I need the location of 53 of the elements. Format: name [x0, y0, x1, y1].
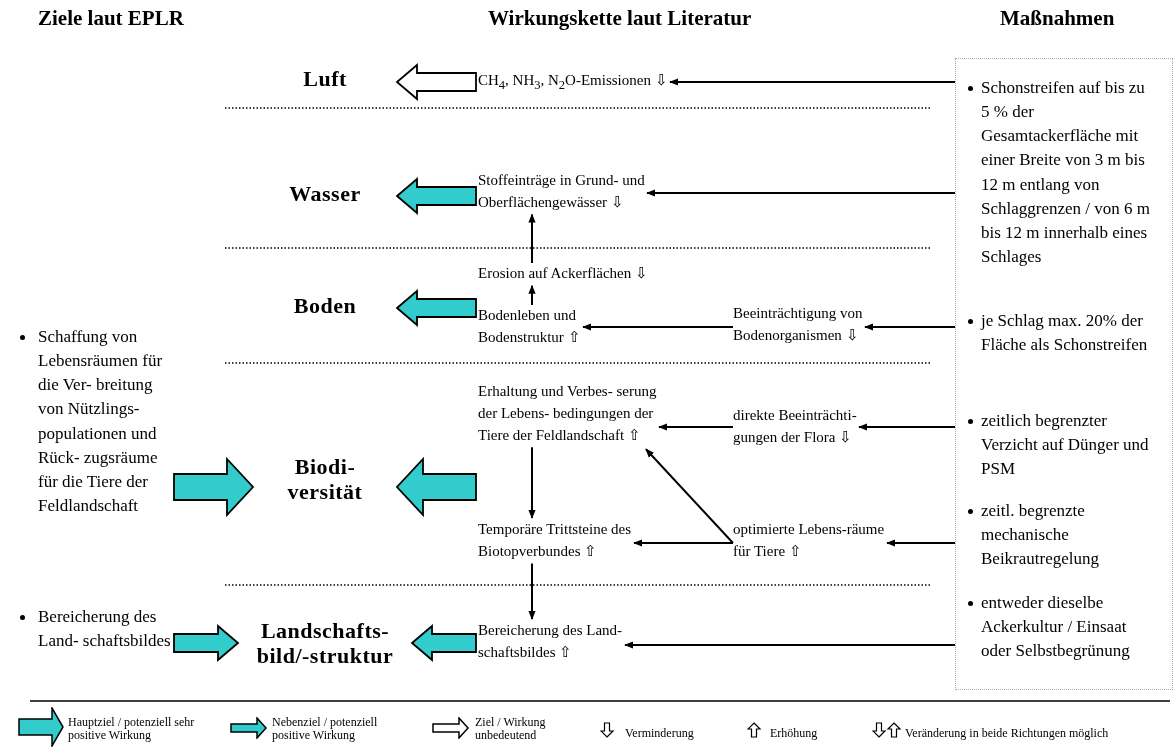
column-heading: Wirkungskette laut Literatur: [488, 6, 752, 31]
block-arrow: [395, 456, 477, 518]
goal-text: Bereicherung des Land- schaftsbildes: [38, 606, 172, 653]
block-arrow: [395, 63, 477, 101]
arrow: [864, 323, 956, 331]
arrow: [633, 539, 734, 547]
arrow: [858, 423, 956, 431]
measure-text: Schonstreifen auf bis zu 5 % der Gesamtackerfläche mit einer Breite von 3 m bis 12 m entlang von Schlaggrenzen / von 6 m bis 12 m innerhalb eines Schlages: [981, 77, 1151, 268]
arrow: [886, 539, 956, 547]
legend-text: Nebenziel / potenziell positive Wirkung: [272, 716, 379, 743]
effect-text: Bodenleben und Bodenstruktur ⇧: [478, 305, 582, 349]
effect-text: direkte Beeinträchti- gungen der Flora ⇩: [733, 405, 858, 449]
goal-label: Wasser: [255, 181, 395, 207]
block-arrow: [173, 624, 240, 662]
column-heading: Maßnahmen: [1000, 6, 1115, 31]
arrow: [528, 213, 536, 264]
legend-text: Veränderung in beide Richtungen möglich: [905, 727, 1110, 741]
effect-text: CH$_{4}$, NH$_{3}$, N$_{2}$O-Emissionen ⇩: [478, 70, 669, 95]
legend-text: Hauptziel / potenziell sehr positive Wirkung: [68, 716, 196, 743]
measure-text: zeitlich begrenzter Verzicht auf Dünger und PSM: [981, 410, 1150, 481]
legend-text: Verminderung: [625, 727, 695, 741]
effect-text: Stoffeinträge in Grund- und Oberflächengewässer ⇩: [478, 170, 646, 214]
legend-text: Ziel / Wirkung unbedeutend: [475, 716, 547, 743]
effect-text: Beeinträchtigung von Bodenorganismen ⇩: [733, 303, 864, 347]
measure-text: zeitl. begrenzte mechanische Beikrautregelung: [981, 500, 1100, 571]
measures-panel: [955, 58, 1173, 690]
legend-text: Erhöhung: [770, 727, 819, 741]
goal-label: Luft: [255, 66, 395, 92]
effect-text: Temporäre Trittsteine des Biotopverbundes ⇧: [478, 519, 633, 563]
measure-text: je Schlag max. 20% der Fläche als Schonstreifen: [981, 310, 1149, 357]
arrow: [528, 446, 536, 519]
goal-label: Boden: [255, 293, 395, 319]
block-arrow: [410, 624, 477, 662]
arrow: [624, 641, 956, 649]
arrow: [658, 423, 734, 431]
effect-text: optimierte Lebens-räume für Tiere ⇧: [733, 519, 886, 563]
block-arrow: [395, 289, 477, 327]
block-arrow: [173, 456, 255, 518]
arrow: [528, 562, 536, 620]
effect-text: Erhaltung und Verbes- serung der Lebens- bedingungen der Tiere der Feldlandschaft ⇧: [478, 381, 658, 447]
effect-text: Bereicherung des Land- schaftsbildes ⇧: [478, 620, 624, 664]
block-arrow: [395, 177, 477, 215]
arrow: [582, 323, 734, 331]
goal-label: Landschafts- bild/-struktur: [240, 618, 410, 669]
arrow: [646, 189, 956, 197]
arrow: [528, 284, 536, 306]
goal-label: Biodi- versität: [255, 454, 395, 505]
goal-text: Schaffung von Lebensräumen für die Ver- breitung von Nützlings- populationen und Rück- zugsräume für die Tiere der Feldlandschaft: [38, 326, 164, 517]
effect-text: Erosion auf Ackerflächen ⇩: [478, 263, 650, 285]
arrow: [669, 78, 956, 86]
column-heading: Ziele laut EPLR: [38, 6, 184, 31]
arrow: [645, 448, 734, 544]
measure-text: entweder dieselbe Ackerkultur / Einsaat oder Selbstbegrünung: [981, 592, 1131, 663]
